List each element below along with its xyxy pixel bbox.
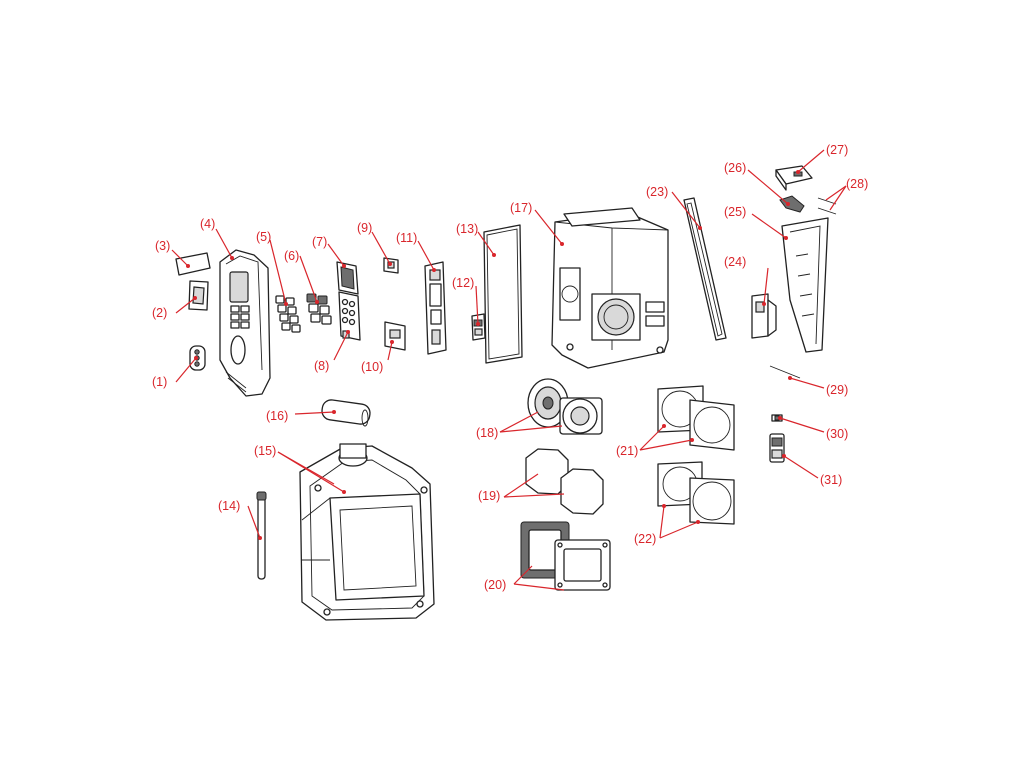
callout-22: (22) (634, 532, 656, 546)
callout-14: (14) (218, 499, 240, 513)
callout-12: (12) (452, 276, 474, 290)
callout-5: (5) (256, 230, 271, 244)
part-18-speaker-right (559, 397, 603, 435)
part-27-cap-box (775, 165, 813, 191)
part-14-handle-rod (256, 491, 267, 580)
callout-30: (30) (826, 427, 848, 441)
callout-9: (9) (357, 221, 372, 235)
callout-26: (26) (724, 161, 746, 175)
part-29-rod (769, 365, 801, 379)
part-12-connector-board (471, 313, 486, 341)
part-26-latch (779, 195, 805, 213)
callout-21: (21) (616, 444, 638, 458)
part-11-main-pcb (424, 261, 447, 355)
part-5-keypad-rubber (275, 295, 301, 333)
part-4-front-panel (219, 249, 271, 397)
callout-18: (18) (476, 426, 498, 440)
callout-8: (8) (314, 359, 329, 373)
callout-17: (17) (510, 201, 532, 215)
part-13-side-plate (483, 224, 523, 364)
callout-15: (15) (254, 444, 276, 458)
part-16-battery-pack (321, 399, 371, 427)
part-17-rear-housing (551, 207, 669, 369)
callout-2: (2) (152, 306, 167, 320)
part-10-small-pcb (384, 321, 406, 351)
part-7-display-board (336, 261, 359, 295)
callout-24: (24) (724, 255, 746, 269)
callout-11: (11) (396, 231, 417, 245)
part-20-frame-front (554, 539, 611, 591)
part-8-key-pcb (338, 291, 361, 341)
part-23-side-plate (683, 197, 727, 341)
callout-28: (28) (846, 177, 868, 191)
callout-3: (3) (155, 239, 170, 253)
part-25-handle-cover (781, 217, 829, 353)
part-31-switch (769, 433, 785, 463)
callout-4: (4) (200, 217, 215, 231)
callout-23: (23) (646, 185, 668, 199)
callout-29: (29) (826, 383, 848, 397)
callout-16: (16) (266, 409, 288, 423)
callout-7: (7) (312, 235, 327, 249)
part-2-window-gasket (188, 280, 209, 311)
part-15-frame (299, 443, 435, 621)
callout-25: (25) (724, 205, 746, 219)
callout-13: (13) (456, 222, 478, 236)
part-19-gasket-lower (560, 468, 604, 515)
part-22-gasket-front (689, 477, 735, 525)
callout-20: (20) (484, 578, 506, 592)
callout-1: (1) (152, 375, 167, 389)
part-3-lens (175, 252, 211, 276)
callout-19: (19) (478, 489, 500, 503)
part-21-grille-front (689, 399, 735, 451)
part-28-pins (817, 197, 837, 215)
part-6-keypad (306, 293, 332, 325)
callout-10: (10) (361, 360, 383, 374)
callout-6: (6) (284, 249, 299, 263)
callout-labels: (1) (2) (3) (4) (5) (6) (7) (8) (9) (10)… (152, 143, 868, 592)
leader-dots (186, 170, 800, 540)
part-18-speaker-left (527, 378, 569, 428)
callout-27: (27) (826, 143, 848, 157)
callout-31: (31) (820, 473, 842, 487)
leader-lines (171, 149, 847, 591)
